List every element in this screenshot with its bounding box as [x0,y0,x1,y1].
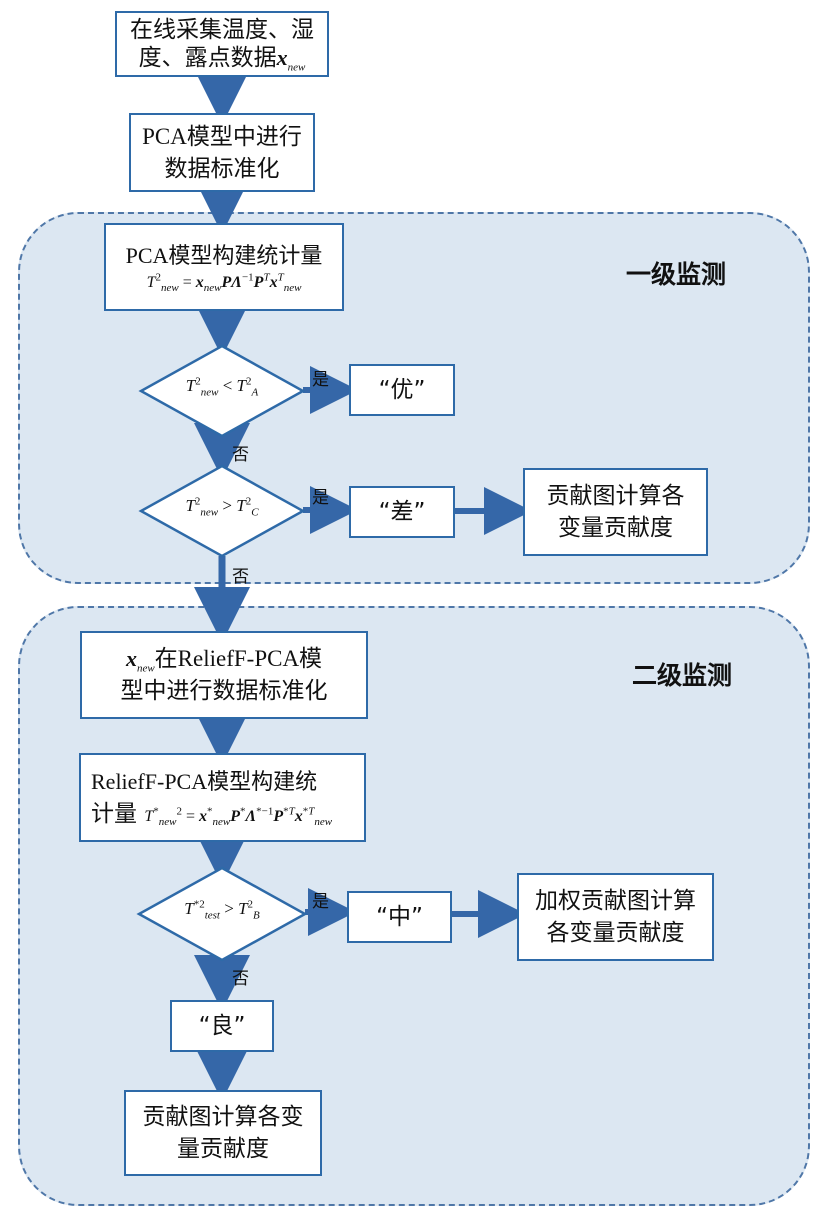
poor-result-box: “差” [349,486,455,538]
pca-stat-line1: PCA模型构建统计量 [125,243,323,268]
poor-contrib-line2: 变量贡献度 [558,515,673,541]
relieff-stat-line2-prefix: 计量 [91,800,137,827]
relieff-statistic-box: ReliefF-PCA模型构建统 计量 T*new2 = x*newP*Λ*−1… [79,753,366,842]
relieff-std-line2: 型中进行数据标准化 [120,678,328,704]
poor-contrib-line1: 贡献图计算各 [546,483,685,509]
pca-stat-formula: T2new = xnewPΛ−1PTxTnew [146,271,302,295]
relieff-stat-formula: T*new2 = x*newP*Λ*−1P*Tx*Tnew [144,805,333,828]
pca-standardize-line2: 数据标准化 [164,155,280,182]
medium-result-box: “中” [347,891,452,943]
good-contribution-box: 贡献图计算各变 量贡献度 [124,1090,322,1176]
no-label-3: 否 [232,969,249,989]
decision-diamond-2 [138,464,306,558]
yes-label-3: 是 [312,892,329,912]
level2-label: 二级监测 [632,661,733,690]
no-label-1: 否 [232,445,249,465]
relieff-stat-line2-wrap: 计量 T*new2 = x*newP*Λ*−1P*Tx*Tnew [91,798,332,830]
relieff-std-line1: 在ReliefF-PCA模 [154,646,323,671]
good-contrib-line2: 量贡献度 [177,1136,269,1162]
pca-statistic-box: PCA模型构建统计量 T2new = xnewPΛ−1PTxTnew [104,223,344,311]
decision-diamond-1 [138,344,306,438]
poor-label: “差” [378,499,426,525]
relieff-std-line1-wrap: xnew在ReliefF-PCA模 [126,643,322,675]
decision-3-formula: T*2test > T2B [184,898,260,922]
medium-label: “中” [376,904,423,930]
weighted-contrib-line1: 加权贡献图计算 [535,888,696,914]
yes-label-2: 是 [312,488,329,508]
collect-line2: 度、露点数据 [138,45,277,71]
decision-2-formula: T2new > T2C [185,495,259,519]
collect-line2-wrap: 度、露点数据xnew [138,44,306,74]
good-contrib-line1: 贡献图计算各变 [142,1104,304,1130]
x-new-symbol: xnew [276,45,306,74]
weighted-contribution-box: 加权贡献图计算 各变量贡献度 [517,873,714,961]
relieff-stat-line1: ReliefF-PCA模型构建统 [91,768,318,794]
no-label-2: 否 [232,567,249,587]
relieff-standardize-box: xnew在ReliefF-PCA模 型中进行数据标准化 [80,631,368,719]
x-new-symbol-2: xnew [125,646,155,675]
pca-standardize-line1: PCA模型中进行 [142,123,302,149]
level1-label: 一级监测 [626,260,727,289]
decision-diamond-3 [136,866,308,962]
weighted-contrib-line2: 各变量贡献度 [546,920,685,946]
decision-1-formula: T2new < T2A [185,375,259,399]
good-result-box: “良” [170,1000,274,1052]
collect-line1: 在线采集温度、湿 [130,17,314,43]
yes-label-1: 是 [312,370,329,390]
poor-contribution-box: 贡献图计算各 变量贡献度 [523,468,708,556]
good-label: “良” [198,1013,246,1039]
excellent-label: “优” [378,377,426,403]
pca-standardize-box: PCA模型中进行 数据标准化 [129,113,315,192]
excellent-result-box: “优” [349,364,455,416]
collect-data-box: 在线采集温度、湿 度、露点数据xnew [115,11,329,77]
